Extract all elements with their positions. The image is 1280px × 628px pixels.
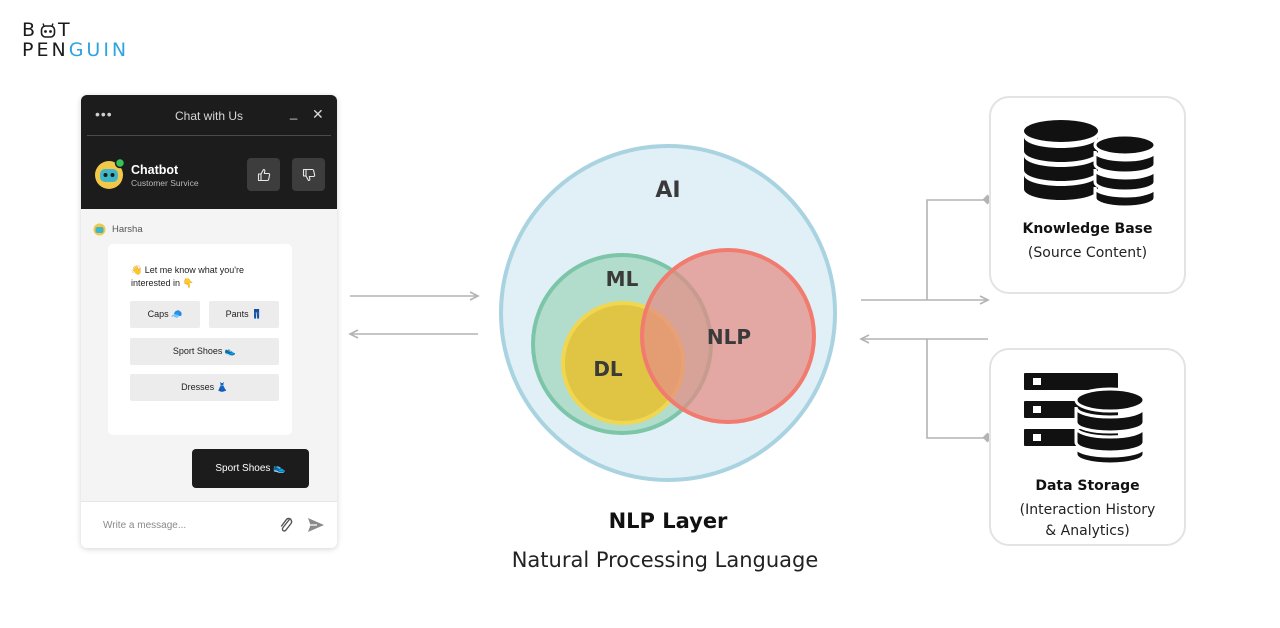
robot-head-icon xyxy=(40,22,56,38)
logo-letter-b: B xyxy=(22,19,39,41)
chat-widget: ••• Chat with Us _ ✕ Chatbot Customer Su… xyxy=(81,95,337,548)
dl-label: DL xyxy=(593,357,623,381)
ai-label: AI xyxy=(655,178,681,203)
send-icon[interactable] xyxy=(307,516,325,534)
arrow-head-left-1 xyxy=(348,329,359,339)
logo-line-1: B T xyxy=(22,20,129,40)
logo-pen: PEN xyxy=(22,39,69,61)
bot-subtitle: Customer Survice xyxy=(131,178,199,188)
paperclip-icon[interactable] xyxy=(278,515,294,535)
arrow-head-left-2 xyxy=(859,334,870,344)
option-caps[interactable]: Caps 🧢 xyxy=(130,301,200,328)
logo-letter-t: T xyxy=(58,19,73,41)
nlp-layer-title: NLP Layer xyxy=(608,509,728,533)
chat-header: ••• Chat with Us _ ✕ Chatbot Customer Su… xyxy=(81,95,337,209)
option-dresses[interactable]: Dresses 👗 xyxy=(130,374,279,401)
nlp-label: NLP xyxy=(706,325,752,349)
bracket-to-knowledge-base xyxy=(926,199,988,300)
nlp-circle xyxy=(640,248,816,424)
data-storage-subtitle-line-1: (Interaction History xyxy=(1019,502,1156,518)
data-storage-card: Data Storage (Interaction History & Anal… xyxy=(989,348,1186,546)
thumbs-down-button[interactable] xyxy=(292,158,325,191)
close-icon[interactable]: ✕ xyxy=(312,106,324,122)
data-storage-subtitle-line-2: & Analytics) xyxy=(1045,523,1130,539)
logo-guin: GUIN xyxy=(68,39,130,61)
logo-line-2: PENGUIN xyxy=(22,40,129,60)
bot-name: Chatbot xyxy=(131,163,179,177)
minimize-icon[interactable]: _ xyxy=(290,105,298,120)
knowledge-base-title: Knowledge Base xyxy=(1022,221,1153,237)
arrow-head-right-1 xyxy=(469,291,480,301)
database-icon xyxy=(1024,120,1157,209)
chat-title: Chat with Us xyxy=(174,109,244,123)
header-divider xyxy=(87,135,331,136)
message-text: 👋 Let me know what you're interested in … xyxy=(131,265,244,288)
knowledge-base-card: Knowledge Base (Source Content) xyxy=(989,96,1186,294)
message-input[interactable] xyxy=(95,514,265,536)
chatbot-avatar xyxy=(95,158,126,189)
message-card: 👋 Let me know what you're interested in … xyxy=(108,244,292,435)
user-avatar-icon xyxy=(93,223,106,236)
server-database-icon xyxy=(1024,373,1146,466)
data-storage-title: Data Storage xyxy=(1035,478,1140,494)
arrow-head-right-2 xyxy=(979,295,990,305)
nlp-layer-subtitle: Natural Processing Language xyxy=(511,548,819,572)
message-input-bar xyxy=(81,501,337,548)
thumbs-up-icon xyxy=(257,168,270,181)
botpenguin-logo: B T PENGUIN xyxy=(22,20,129,60)
user-row: Harsha xyxy=(93,223,143,236)
bracket-to-data-storage xyxy=(926,339,988,439)
ml-label: ML xyxy=(605,267,639,291)
user-name: Harsha xyxy=(112,224,143,235)
option-sport-shoes[interactable]: Sport Shoes 👟 xyxy=(130,338,279,365)
thumbs-up-button[interactable] xyxy=(247,158,280,191)
option-pants[interactable]: Pants 👖 xyxy=(209,301,279,328)
menu-dots-icon[interactable]: ••• xyxy=(95,106,113,122)
knowledge-base-subtitle: (Source Content) xyxy=(1027,245,1148,261)
selected-reply-bubble: Sport Shoes 👟 xyxy=(192,449,309,488)
thumbs-down-icon xyxy=(302,168,315,181)
